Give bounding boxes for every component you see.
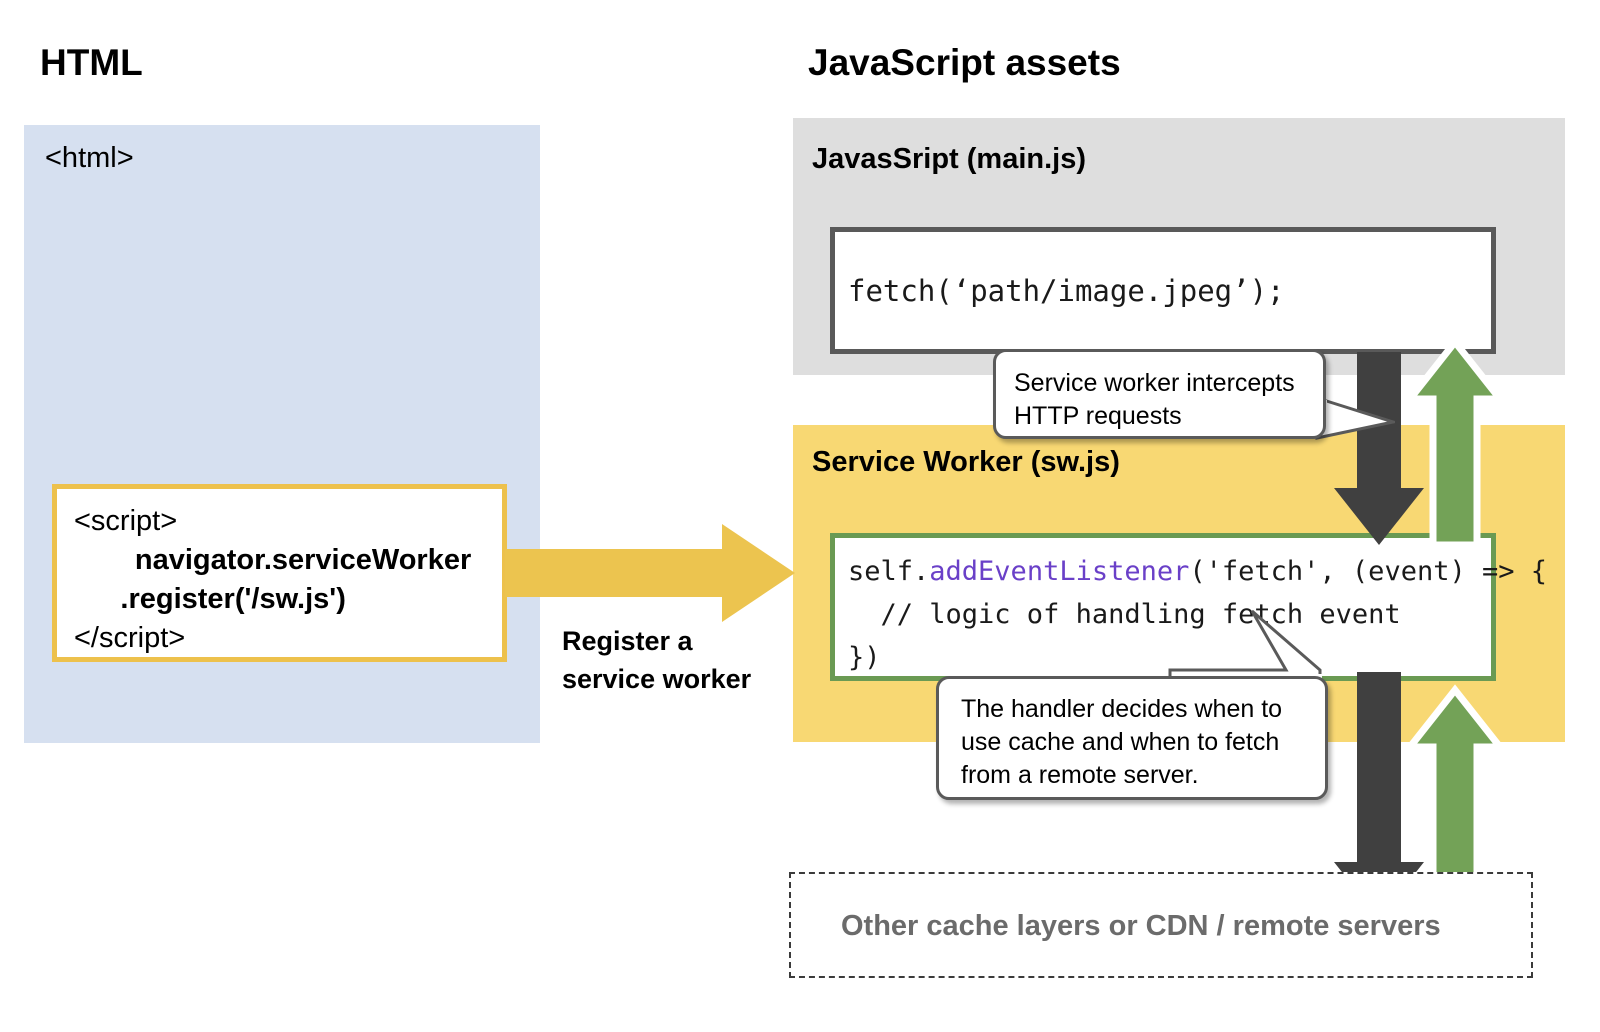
fetch-code-box: fetch(‘path/image.jpeg’); <box>830 227 1496 354</box>
sw-line-2: // logic of handling fetch event <box>848 599 1401 630</box>
intercept-callout: Service worker intercepts HTTP requests <box>993 349 1326 439</box>
sw-line-1-keyword: addEventListener <box>929 556 1190 587</box>
cdn-remote-servers-label: Other cache layers or CDN / remote serve… <box>841 910 1441 942</box>
handler-callout: The handler decides when to use cache an… <box>936 676 1328 800</box>
service-worker-code-content: self.addEventListener('fetch', (event) =… <box>848 550 1547 679</box>
html-open-tag-label: <html> <box>45 142 134 174</box>
script-line-4: </script> <box>74 622 186 654</box>
sw-line-1-prefix: self. <box>848 556 930 587</box>
intercept-callout-text: Service worker intercepts HTTP requests <box>1014 369 1295 430</box>
script-line-2: navigator.serviceWorker <box>134 544 472 576</box>
sw-line-1-suffix: ('fetch', (event) => { <box>1189 556 1547 587</box>
script-code-box: <script> navigator.serviceWorker .regist… <box>52 484 507 662</box>
cdn-remote-servers-box: Other cache layers or CDN / remote serve… <box>789 872 1533 978</box>
handler-callout-text: The handler decides when to use cache an… <box>961 695 1283 789</box>
script-code-content: <script> navigator.serviceWorker .regist… <box>74 502 471 658</box>
sw-line-3: }) <box>848 642 881 673</box>
script-line-1: <script> <box>74 505 178 537</box>
intercept-callout-tail <box>1315 395 1395 440</box>
register-arrow-label: Register a service worker <box>562 626 752 694</box>
service-worker-panel-title: Service Worker (sw.js) <box>812 446 1120 478</box>
register-arrow-icon <box>505 524 795 622</box>
script-line-3: .register('/sw.js') <box>120 583 346 615</box>
page-title-js-assets: JavaScript assets <box>808 42 1121 83</box>
fetch-code-content: fetch(‘path/image.jpeg’); <box>848 274 1285 308</box>
page-title-html: HTML <box>40 42 143 83</box>
javascript-main-panel-title: JavasSript (main.js) <box>812 143 1086 175</box>
